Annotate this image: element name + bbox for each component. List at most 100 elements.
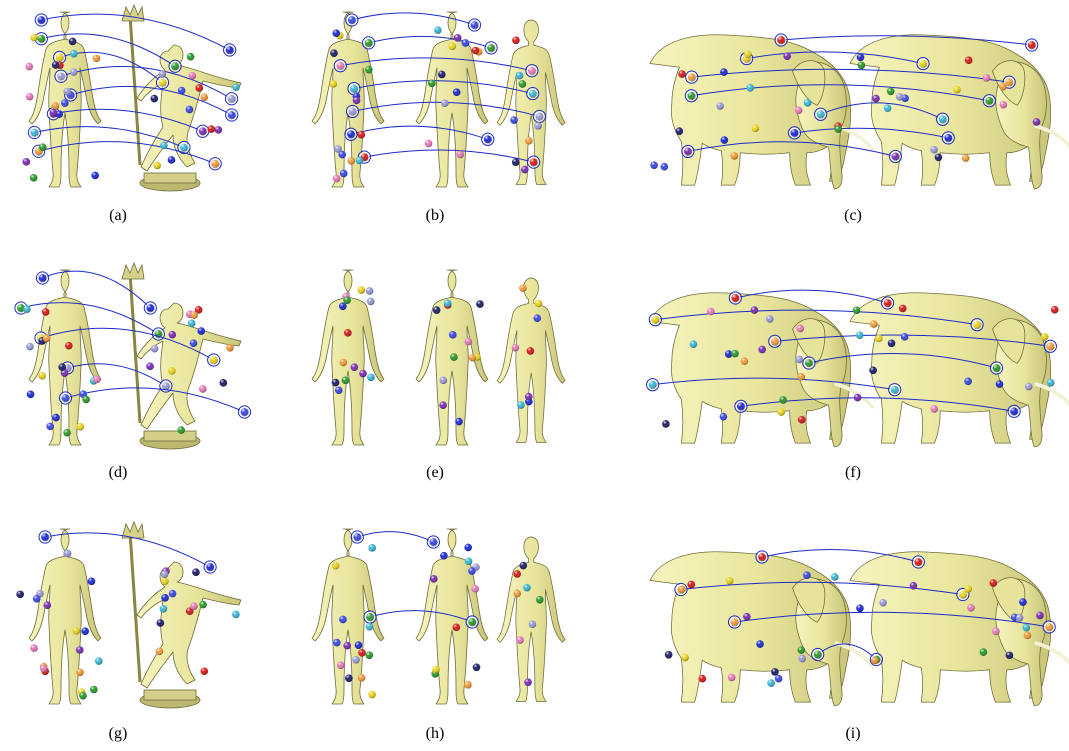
marker-ball <box>79 692 87 700</box>
marker-ball <box>220 379 228 387</box>
marker-ball <box>40 665 48 673</box>
marker-ball <box>238 406 250 418</box>
marker-ball <box>996 380 1004 388</box>
statue-figure-pedestal <box>144 690 196 700</box>
marker-ball <box>779 396 787 404</box>
marker-ball <box>232 611 240 619</box>
marker-ball <box>43 335 51 343</box>
statue-figure <box>122 5 241 191</box>
marker-ball <box>169 331 177 339</box>
marker-ball <box>356 157 364 165</box>
marker-ball <box>52 414 60 422</box>
marker-ball <box>449 331 457 339</box>
marker-ball <box>23 305 31 313</box>
marker-ball <box>533 314 541 322</box>
marker-ball <box>888 340 896 348</box>
marker-ball <box>70 50 78 58</box>
elephant-left <box>650 35 872 189</box>
caption-g: (g) <box>88 725 148 743</box>
marker-ball <box>81 627 89 635</box>
marker-ball <box>649 314 661 326</box>
marker-ball <box>232 83 240 91</box>
statue-figure-trident-head <box>122 263 144 279</box>
marker-ball <box>441 99 449 107</box>
statue-figure-pedestal <box>144 431 196 441</box>
marker-ball <box>678 70 686 78</box>
marker-ball <box>647 379 659 391</box>
marker-ball <box>151 345 159 353</box>
marker-ball <box>752 124 760 132</box>
marker-ball <box>146 363 154 371</box>
marker-ball <box>1036 612 1044 620</box>
marker-ball <box>72 627 80 635</box>
marker-ball <box>160 142 168 150</box>
statue-figure-trident-shaft <box>130 273 140 423</box>
marker-ball <box>59 392 71 404</box>
marker-ball <box>953 86 961 94</box>
human-figure-2 <box>416 529 488 704</box>
marker-ball <box>661 163 669 171</box>
marker-ball <box>720 413 728 421</box>
marker-ball <box>365 66 373 74</box>
marker-ball <box>330 49 338 57</box>
marker-ball <box>465 338 473 346</box>
marker-ball <box>983 74 991 82</box>
marker-ball <box>534 122 542 130</box>
marker-ball <box>889 384 901 396</box>
marker-ball <box>777 408 785 416</box>
marker-ball <box>344 329 352 337</box>
marker-ball <box>471 585 479 593</box>
marker-ball <box>52 102 60 110</box>
marker-ball <box>332 29 340 37</box>
marker-ball <box>61 99 69 107</box>
marker-ball <box>351 531 363 543</box>
marker-ball <box>456 151 464 159</box>
marker-ball <box>690 340 698 348</box>
marker-ball <box>476 300 484 308</box>
marker-ball <box>50 109 58 117</box>
marker-ball <box>39 143 47 151</box>
marker-ball <box>157 619 165 627</box>
marker-ball <box>455 418 463 426</box>
marker-ball <box>156 648 164 656</box>
marker-ball <box>440 552 448 560</box>
marker-ball <box>363 37 375 49</box>
marker-ball <box>200 93 208 101</box>
marker-ball <box>731 152 739 160</box>
marker-ball <box>517 401 525 409</box>
marker-ball <box>161 571 169 579</box>
marker-ball <box>875 335 883 343</box>
marker-ball <box>26 93 34 101</box>
marker-ball <box>42 308 50 316</box>
marker-ball <box>853 306 861 314</box>
marker-ball <box>665 651 673 659</box>
marker-ball <box>744 50 752 58</box>
correspondence-line <box>364 150 533 162</box>
marker-ball <box>339 616 347 624</box>
marker-ball <box>144 302 156 314</box>
marker-ball <box>63 88 71 96</box>
marker-ball <box>208 354 220 366</box>
marker-ball <box>783 52 791 60</box>
marker-ball <box>472 47 480 55</box>
marker-ball <box>930 405 938 413</box>
marker-ball <box>721 136 729 144</box>
marker-ball <box>535 300 543 308</box>
marker-ball <box>523 584 531 592</box>
marker-ball <box>440 376 448 384</box>
panel-c <box>650 34 1069 189</box>
marker-ball <box>729 292 741 304</box>
marker-ball <box>965 56 973 64</box>
marker-ball <box>766 315 774 323</box>
marker-ball <box>204 561 216 573</box>
marker-ball <box>197 125 209 137</box>
marker-ball <box>187 53 195 61</box>
marker-ball <box>169 590 177 598</box>
marker-ball <box>1008 405 1020 417</box>
marker-ball <box>65 342 73 350</box>
marker-ball <box>22 158 30 166</box>
human-figure-female-surface <box>497 537 565 702</box>
correspondence-line <box>369 36 491 47</box>
marker-ball <box>39 531 51 543</box>
marker-ball <box>207 125 215 133</box>
